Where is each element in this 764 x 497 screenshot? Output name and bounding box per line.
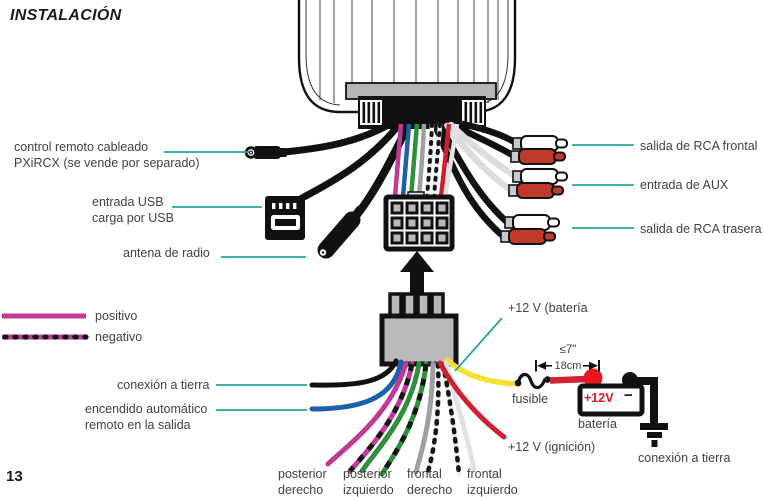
- speaker-rl-solid: [359, 361, 422, 474]
- legend-negative-label: negativo: [95, 330, 143, 344]
- label-speaker-rear-right: posterior derecho: [278, 467, 327, 497]
- label-ignition-12v: +12 V (ignición): [508, 440, 596, 454]
- dimension-inches: ≤7": [559, 344, 577, 356]
- label-radio-antenna: antena de radio: [123, 246, 210, 260]
- label-battery: batería: [578, 417, 617, 431]
- label-rca-front-output: salida de RCA frontal: [640, 139, 758, 153]
- label-ground-left: conexión a tierra: [117, 378, 210, 392]
- battery-positive-terminal: [583, 368, 603, 388]
- label-speaker-front-right: frontal derecho: [407, 467, 453, 497]
- antenna-plug: [317, 205, 365, 259]
- label-battery-12v: +12 V (batería: [508, 301, 588, 315]
- rca-front-pair: [510, 135, 568, 165]
- label-fuse: fusible: [512, 392, 549, 406]
- blue-remote-wire: [309, 359, 404, 412]
- rca-rear-pair: [500, 214, 560, 245]
- aux-pair: [508, 168, 568, 199]
- wired-remote-plug: [244, 146, 287, 159]
- battery-plus-text: +12V: [584, 391, 614, 405]
- legend-lines: [2, 313, 89, 340]
- speaker-rr-solid: [325, 360, 409, 467]
- power-wires: [309, 357, 522, 478]
- speaker-rr-dashed: [347, 361, 415, 474]
- fuse-symbol: [514, 372, 551, 390]
- yellow-battery-wire: [444, 357, 522, 387]
- ground-symbol: [632, 377, 668, 447]
- speaker-fr-solid: [413, 361, 436, 475]
- red-ignition-wire: [437, 360, 507, 440]
- label-rca-rear-output: salida de RCA trasera: [640, 222, 762, 236]
- page-number: 13: [6, 468, 23, 485]
- label-speaker-front-left: frontal izquierdo: [467, 467, 518, 497]
- label-aux-input: entrada de AUX: [640, 178, 729, 192]
- plug-arrow: [400, 251, 434, 298]
- power-harness-plug: [379, 292, 459, 367]
- label-ground-right: conexión a tierra: [638, 451, 731, 465]
- battery-minus-text: −: [624, 387, 633, 404]
- legend-positive-label: positivo: [95, 309, 138, 323]
- wire-bundle: [392, 122, 460, 199]
- label-speaker-rear-left: posterior izquierdo: [343, 467, 394, 497]
- harness-connector-12pin: [383, 191, 455, 252]
- head-unit: [297, 0, 517, 129]
- label-wired-remote: control remoto cableado PXiRCX (se vende…: [14, 140, 200, 170]
- label-remote-turn-on: encendido automático remoto en la salida: [85, 402, 208, 432]
- label-usb-input: entrada USB carga por USB: [92, 195, 174, 225]
- dimension-cm: 18cm: [554, 360, 582, 372]
- speaker-fl-dashed: [440, 361, 462, 477]
- page-title: INSTALACIÓN: [10, 7, 122, 24]
- leader-lines: [164, 144, 634, 411]
- battery-red-lead: [549, 375, 589, 384]
- black-ground-wire: [309, 358, 399, 388]
- usb-connector: [265, 196, 305, 240]
- dimension-marker: [535, 360, 600, 372]
